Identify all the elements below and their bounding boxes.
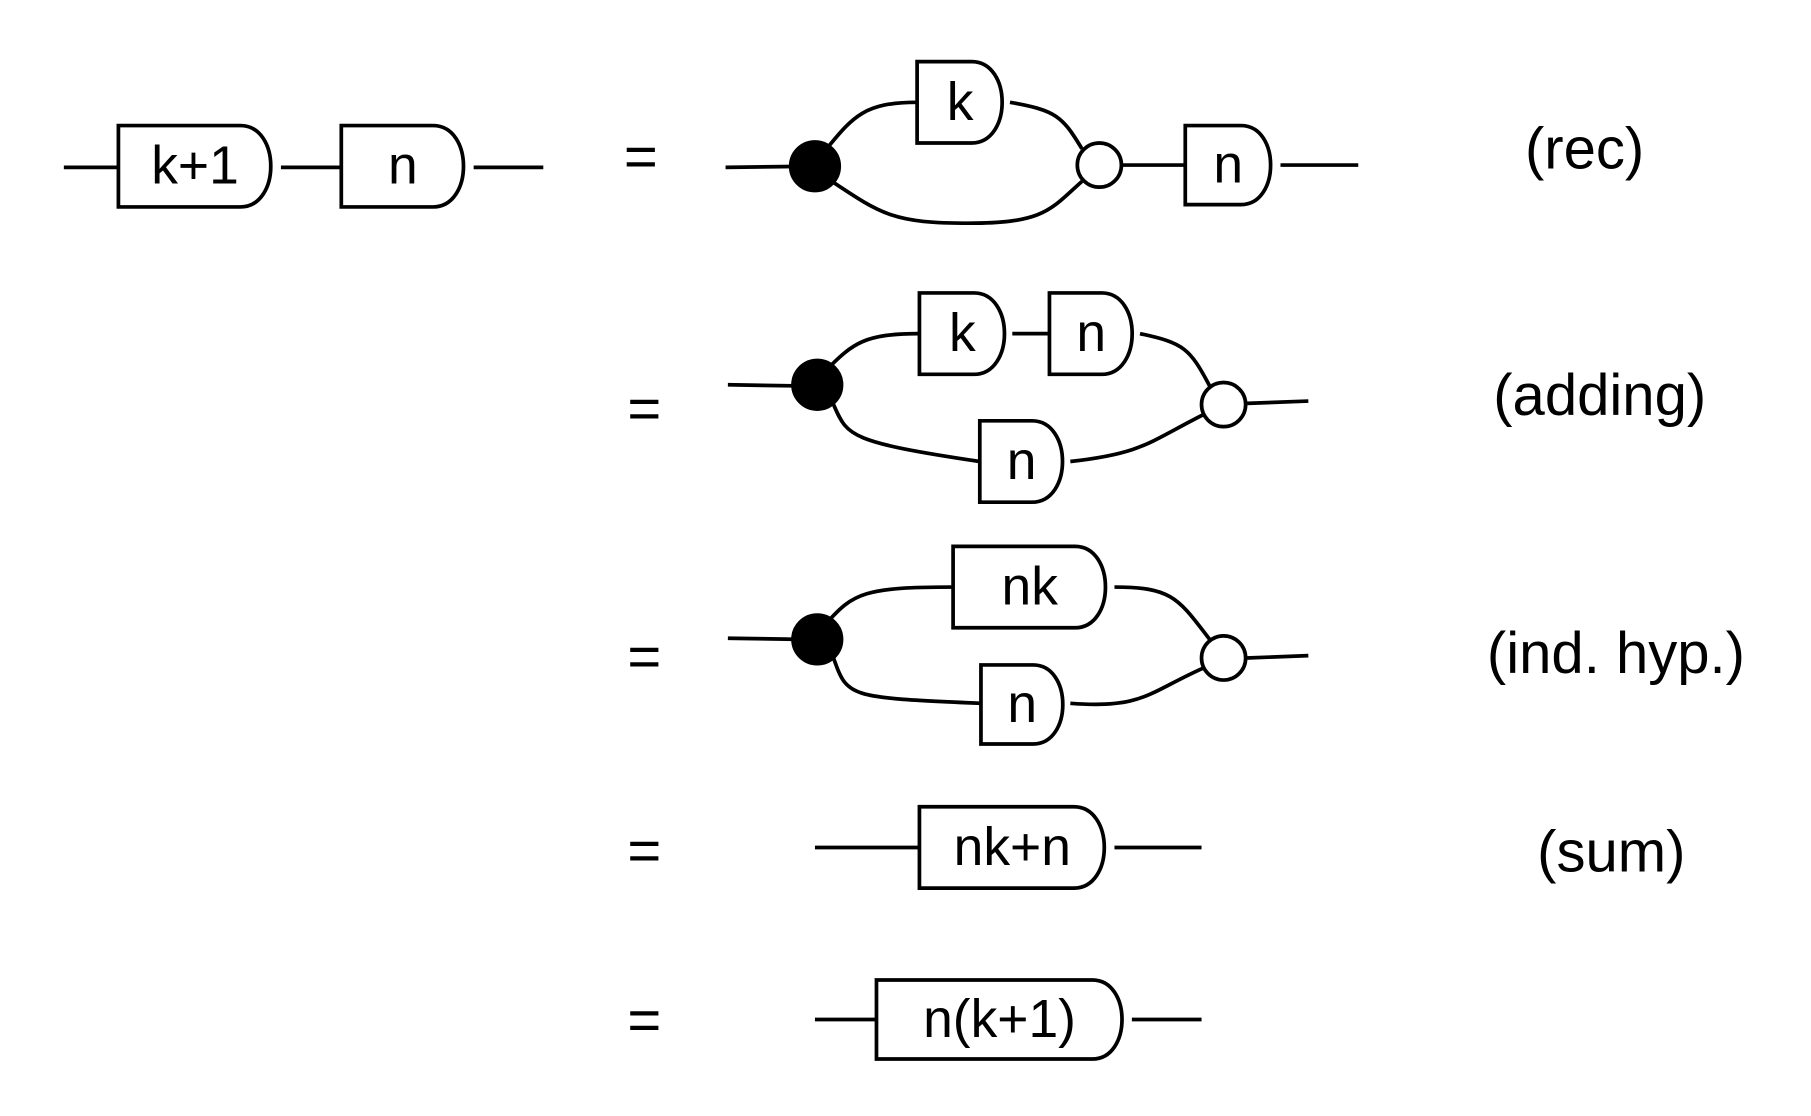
rule-label: (ind. hyp.): [1487, 621, 1745, 686]
gate-label: n: [1007, 675, 1037, 734]
gate-label: n: [388, 137, 418, 196]
add-node: [1075, 141, 1124, 190]
gate-label: n: [1007, 432, 1037, 491]
gate-box: [917, 804, 1106, 891]
gate-label: k: [949, 304, 976, 363]
labels: = = = = = (rec) (adding) (ind. hyp.) (su…: [624, 116, 1745, 1053]
wires: [63, 100, 1359, 1022]
gate-box: [116, 123, 273, 209]
gate-label: k: [947, 73, 974, 132]
gate-box: [917, 291, 1007, 377]
equals-sign: =: [627, 624, 661, 689]
equals-sign: =: [627, 818, 661, 883]
gate-box: [1183, 123, 1273, 207]
add-node: [1199, 380, 1248, 429]
gate-box: [339, 123, 466, 209]
gate-label: n(k+1): [923, 990, 1076, 1049]
copy-node: [788, 140, 842, 193]
equals-sign: =: [627, 988, 661, 1053]
gate-box: [977, 418, 1065, 505]
gate-box: [1047, 291, 1134, 377]
wire: [725, 100, 1359, 226]
gate-label: nk: [1002, 558, 1059, 617]
rule-label: (rec): [1525, 116, 1644, 181]
gate-box: [915, 59, 1004, 145]
rule-label: (sum): [1537, 820, 1685, 885]
wire: [727, 331, 1309, 464]
copy-node: [791, 358, 844, 411]
gate-label: n: [1076, 304, 1106, 363]
gate-box: [951, 544, 1108, 630]
gate-box: [979, 663, 1065, 746]
copy-node: [791, 613, 844, 666]
gate-label: n: [1213, 136, 1243, 195]
wire: [727, 585, 1309, 707]
nodes: [788, 140, 1248, 682]
add-node: [1199, 634, 1248, 682]
gate-label: nk+n: [954, 818, 1071, 877]
equals-sign: =: [624, 124, 658, 189]
rule-label: (adding): [1493, 363, 1706, 428]
equals-sign: =: [627, 377, 661, 442]
gate-label: k+1: [151, 137, 239, 196]
gate-box: [874, 978, 1124, 1061]
